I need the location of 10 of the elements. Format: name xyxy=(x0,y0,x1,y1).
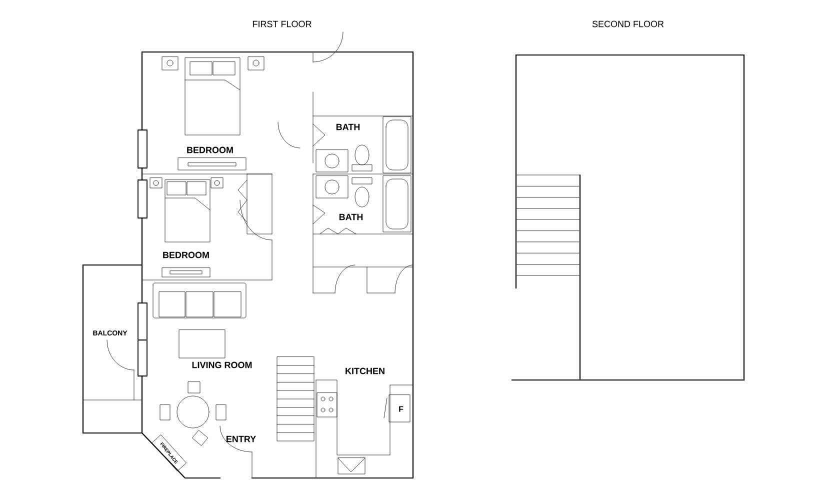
room-label: KITCHEN xyxy=(346,368,384,374)
room-label: BATH xyxy=(336,124,360,130)
room-label: BEDROOM xyxy=(163,252,209,258)
appliance-label: F xyxy=(399,406,404,412)
floor-heading: SECOND FLOOR xyxy=(592,20,664,28)
room-label: BATH xyxy=(339,214,363,220)
room-label: ENTRY xyxy=(226,436,256,442)
floor-heading: FIRST FLOOR xyxy=(253,20,312,28)
room-label: LIVING ROOM xyxy=(192,362,252,368)
room-label: BEDROOM xyxy=(187,146,233,154)
